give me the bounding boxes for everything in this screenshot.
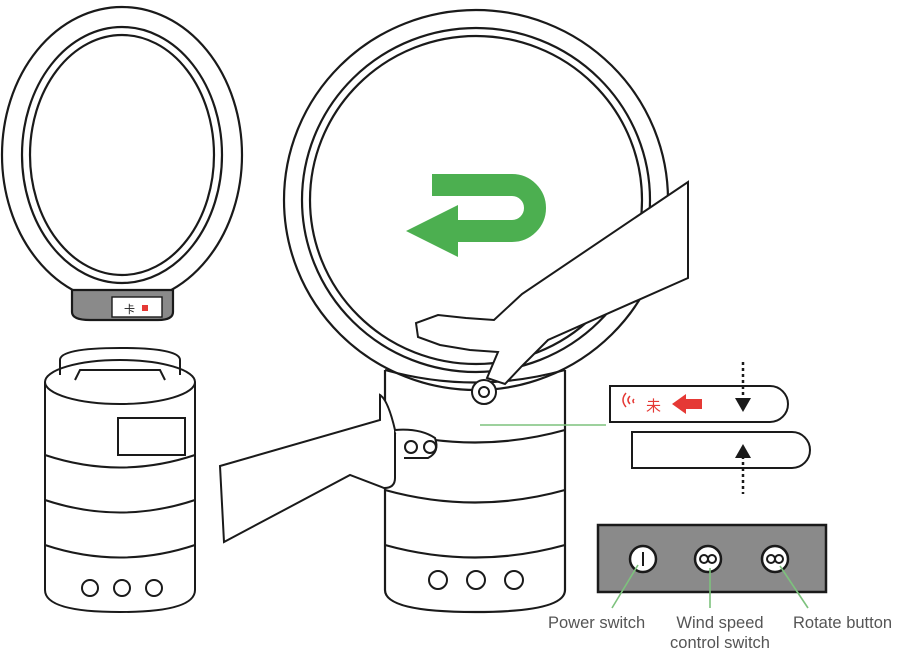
hand-lower [218,393,438,544]
rotate-button-label: Rotate button [793,614,893,632]
wind-speed-control-label: Wind speed control switch [664,613,776,653]
base-left-hole-3 [145,579,163,597]
wind-speed-label-line1: Wind speed [676,614,764,632]
base-left-hole-2 [113,579,131,597]
rotate-button-icon [760,544,790,574]
base-center-hole-3 [504,570,524,590]
power-switch-icon [628,544,658,574]
lock-arrow-red [672,394,702,414]
rotate-arrow-green [406,174,546,257]
fan-head-detached [0,5,244,322]
unlock-waves-icon [622,392,635,408]
wind-speed-switch-icon [693,544,723,574]
base-center-hole-2 [466,570,486,590]
base-left-hole-1 [81,579,99,597]
hand-upper [414,180,689,405]
collar-red-mark [142,305,148,311]
base-center-hole-1 [428,570,448,590]
unlock-glyph: 未 [646,397,661,415]
power-switch-label: Power switch [548,614,646,632]
lock-alignment [609,362,811,494]
collar-lock-glyph: 卡 [124,303,135,316]
fan-base-left [44,346,196,614]
label-leader-lines [611,564,809,609]
wind-speed-label-line2: control switch [670,634,770,652]
